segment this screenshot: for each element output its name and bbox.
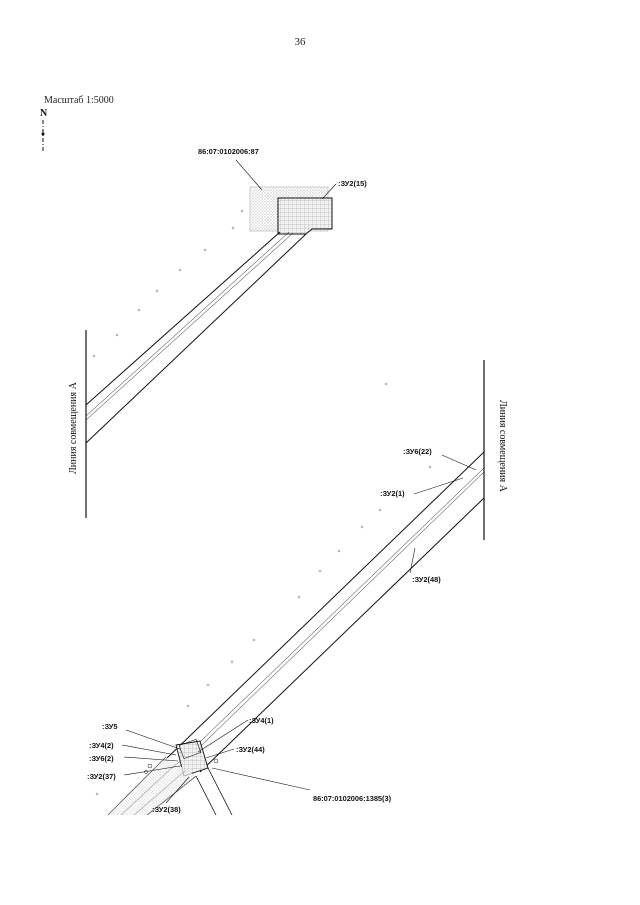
- point-markers: [92, 209, 432, 796]
- label-zu5: :ЗУ5: [102, 722, 118, 731]
- label-zu2-44: :ЗУ2(44): [236, 745, 265, 754]
- parcel-labels: 86:07:0102006:87 :ЗУ2(15) :ЗУ6(22) :ЗУ2(…: [87, 147, 441, 814]
- upper-corridor: [85, 231, 307, 444]
- north-arrow: N: [40, 108, 48, 152]
- label-zu2-15: :ЗУ2(15): [338, 179, 367, 188]
- label-zu6-22: :ЗУ6(22): [403, 447, 432, 456]
- alignment-line-left: Линия совмещения А: [68, 330, 87, 518]
- label-parcel-bottom: 86:07:0102006:1385(3): [313, 794, 392, 803]
- label-zu6-2: :ЗУ6(2): [89, 754, 114, 763]
- leader-lines: [121, 159, 477, 804]
- label-zu4-1: :ЗУ4(1): [249, 716, 274, 725]
- north-arrow-label: N: [40, 108, 48, 119]
- label-zu4-2: :ЗУ4(2): [89, 741, 114, 750]
- label-zu2-48: :ЗУ2(48): [412, 575, 441, 584]
- alignment-line-right: Линия совмещения А: [483, 360, 508, 540]
- parcel-top: [249, 186, 333, 235]
- label-zu2-1: :ЗУ2(1): [380, 489, 405, 498]
- alignment-label-right: Линия совмещения А: [497, 400, 508, 493]
- page-number: 36: [294, 36, 306, 48]
- alignment-label-left: Линия совмещения А: [68, 381, 79, 474]
- label-parcel-top: 86:07:0102006:87: [198, 147, 259, 156]
- label-zu2-37: :ЗУ2(37): [87, 772, 116, 781]
- lower-corridor: [107, 451, 485, 815]
- label-zu2-38: :ЗУ2(38): [152, 805, 181, 814]
- scale-label: Масштаб 1:5000: [44, 95, 114, 106]
